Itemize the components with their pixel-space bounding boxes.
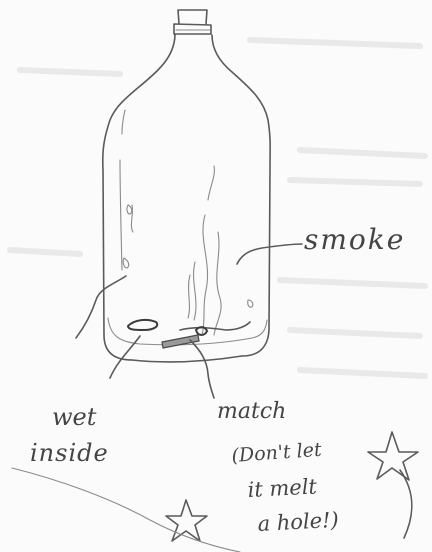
paper-bleed-through xyxy=(10,40,425,376)
match-stick xyxy=(162,335,199,348)
wet-inside-leader-line xyxy=(76,276,126,338)
label-smoke: smoke xyxy=(304,223,405,256)
bottle-cap xyxy=(174,10,211,34)
smoke-wisps xyxy=(188,166,221,335)
warning-paren-stroke xyxy=(400,470,412,538)
star-icon xyxy=(166,500,207,541)
leader-lines xyxy=(76,244,302,398)
label-match: match xyxy=(217,399,286,424)
bottle-outline xyxy=(103,34,270,362)
underline-curve xyxy=(12,468,240,552)
star-icon xyxy=(368,432,418,480)
label-warning-line3: a hole!) xyxy=(257,508,339,536)
match-leader-line xyxy=(190,340,214,398)
label-wet: wet xyxy=(52,403,97,431)
label-warning-line1: (Don't let xyxy=(231,439,323,467)
label-warning-line2: it melt xyxy=(247,474,318,502)
water-droplets xyxy=(123,205,253,307)
label-inside: inside xyxy=(30,439,109,467)
